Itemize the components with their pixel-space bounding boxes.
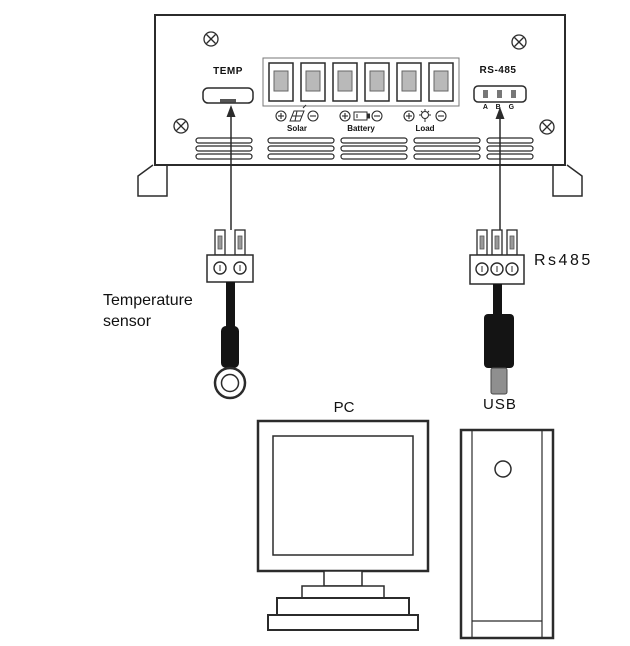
temp-sensor-probe [221, 326, 239, 368]
vent-grille [340, 137, 408, 160]
pc-stand-neck [323, 570, 363, 587]
terminal-cell [300, 62, 326, 102]
pc-screen [272, 435, 414, 556]
rs485-connector-label: Rs485 [534, 252, 593, 269]
terminal-cell [364, 62, 390, 102]
pc-label: PC [333, 399, 355, 416]
pc-monitor [256, 419, 430, 631]
screw-icon [203, 31, 219, 47]
rs485-arrow [495, 107, 505, 230]
terminal-cell [428, 62, 454, 102]
usb-connector-tip [490, 367, 508, 395]
minus-terminal-icon [371, 110, 383, 122]
minus-terminal-icon [307, 110, 319, 122]
terminal-label-battery: Battery [347, 124, 375, 133]
terminal-cell [396, 62, 422, 102]
plus-terminal-icon [275, 110, 287, 122]
temp-sensor-plug [206, 229, 254, 283]
pc-stand-base [276, 597, 410, 616]
vent-grille [195, 137, 253, 160]
plus-terminal-icon [403, 110, 415, 122]
temp-sensor-cable [226, 282, 235, 328]
rs485-plug [469, 229, 525, 285]
temperature-sensor-label-line1: Temperature [103, 292, 193, 309]
plus-terminal-icon [339, 110, 351, 122]
temp-port [202, 87, 254, 104]
load-icon [419, 109, 431, 122]
terminal-block [262, 57, 460, 107]
temp-sensor-ring [213, 366, 247, 400]
solar-panel-icon [289, 104, 307, 122]
screw-icon [173, 118, 189, 134]
usb-label: USB [483, 396, 517, 413]
minus-terminal-icon [435, 110, 447, 122]
screw-icon [539, 119, 555, 135]
rs485-port [473, 85, 527, 103]
mounting-foot-left [137, 164, 168, 197]
terminal-cell [268, 62, 294, 102]
terminal-label-solar: Solar [286, 124, 307, 133]
terminal-label-load: Load [415, 124, 435, 133]
usb-connector-body [484, 314, 514, 368]
temperature-sensor-label: Temperature sensor [103, 291, 193, 333]
temp-arrow [226, 105, 236, 230]
vent-grille [267, 137, 335, 160]
mounting-foot-right [552, 164, 583, 197]
usb-cable [493, 284, 502, 316]
rs485-pins-label: A B G [482, 104, 518, 111]
pc-stand-plinth [267, 614, 419, 631]
temperature-sensor-label-line2: sensor [103, 312, 152, 330]
terminal-cell [332, 62, 358, 102]
tower-case [459, 428, 555, 640]
battery-icon [353, 111, 370, 121]
rs485-port-label: RS-485 [479, 65, 517, 76]
screw-icon [511, 34, 527, 50]
power-button-icon [494, 460, 512, 478]
vent-grille [486, 137, 534, 160]
temp-port-label: TEMP [213, 66, 243, 77]
vent-grille [413, 137, 481, 160]
pc-stand-mid [301, 585, 385, 599]
